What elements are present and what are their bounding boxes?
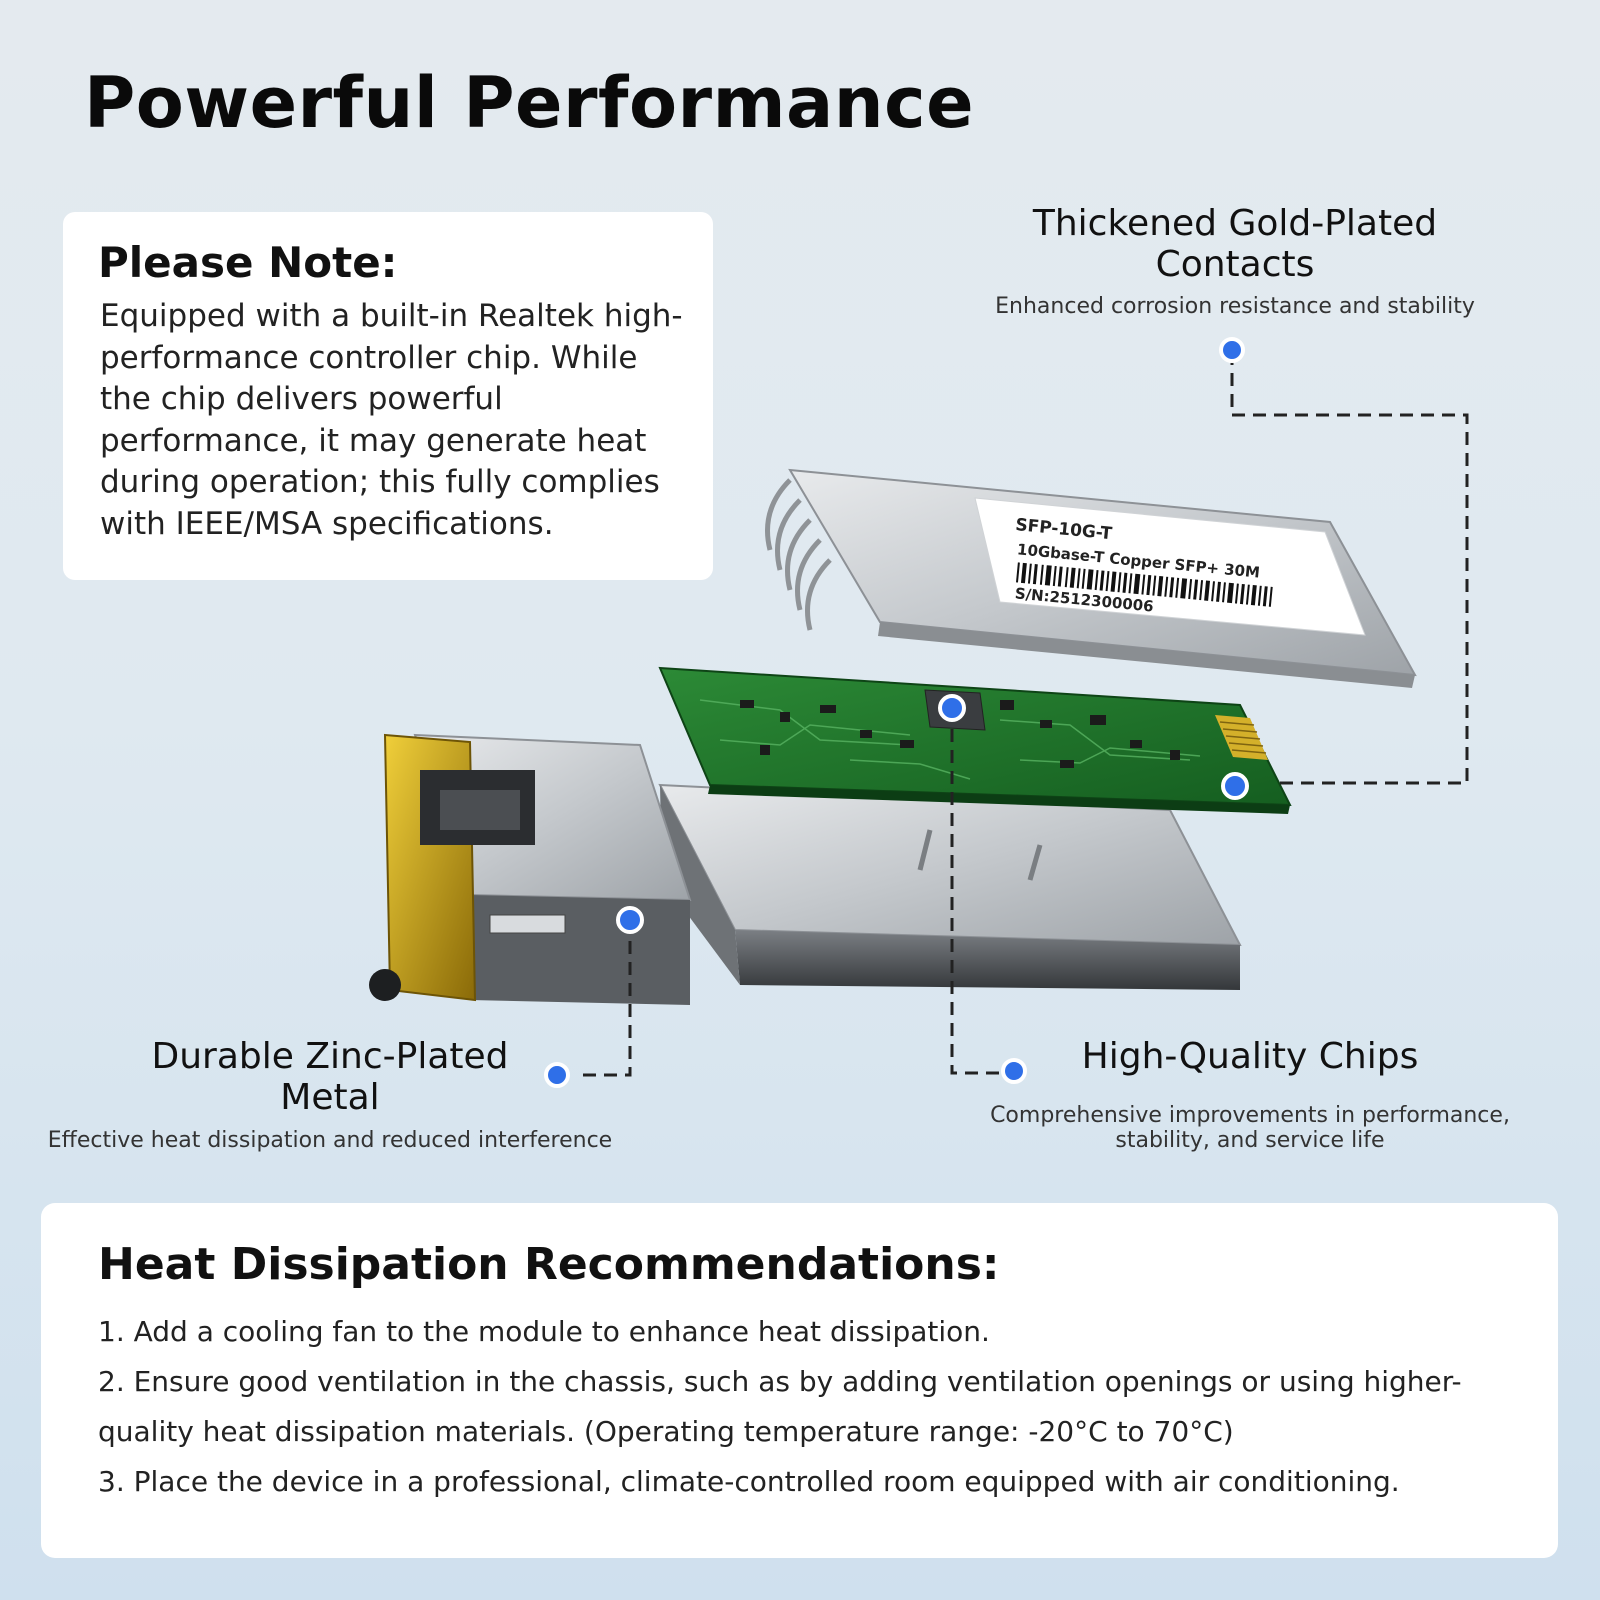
top-shell: SFP-10G-T 10Gbase-T Copper SFP+ 30M <box>765 468 1417 688</box>
marker-chips-label <box>1001 1058 1027 1084</box>
gold-title-line2: Contacts <box>1155 244 1315 285</box>
chips-desc-line2: stability, and service life <box>1115 1128 1385 1153</box>
marker-zinc-label <box>544 1062 570 1088</box>
list-item: 2. Ensure good ventilation in the chassi… <box>98 1365 1462 1448</box>
zinc-metal-title: Durable Zinc-Plated Metal <box>80 1036 580 1118</box>
rj45-port <box>369 733 692 1005</box>
marker-gold-top <box>1219 337 1245 363</box>
heat-title: Heat Dissipation Recommendations: <box>98 1239 1000 1290</box>
list-item: 1. Add a cooling fan to the module to en… <box>98 1315 990 1348</box>
page-title: Powerful Performance <box>84 62 975 144</box>
marker-zinc-body <box>616 906 644 934</box>
bottom-cage <box>658 783 1242 990</box>
barcode <box>1015 562 1273 607</box>
gold-contacts-desc: Enhanced corrosion resistance and stabil… <box>995 294 1475 319</box>
gold-contacts-title: Thickened Gold-Plated Contacts <box>975 203 1495 285</box>
chips-title: High-Quality Chips <box>1081 1036 1419 1077</box>
pcb-board <box>658 666 1292 814</box>
gold-title-line1: Thickened Gold-Plated <box>1032 203 1438 244</box>
leader-lines <box>580 352 1469 1077</box>
zinc-title-line2: Metal <box>280 1077 380 1118</box>
marker-gold-contacts <box>1221 772 1249 800</box>
chips-desc-line1: Comprehensive improvements in performanc… <box>990 1103 1510 1128</box>
zinc-title-line1: Durable Zinc-Plated <box>151 1036 509 1077</box>
zinc-metal-desc: Effective heat dissipation and reduced i… <box>47 1128 613 1153</box>
callout-markers <box>544 337 1249 1088</box>
heat-card: Heat Dissipation Recommendations: 1. Add… <box>41 1203 1558 1558</box>
note-card: Please Note: Equipped with a built-in Re… <box>63 212 713 580</box>
marker-chip <box>938 694 966 722</box>
heat-list: 1. Add a cooling fan to the module to en… <box>98 1307 1518 1507</box>
note-body: Equipped with a built-in Realtek high-pe… <box>100 298 683 542</box>
note-title: Please Note: <box>98 238 398 287</box>
list-item: 3. Place the device in a professional, c… <box>98 1465 1400 1498</box>
chips-desc: Comprehensive improvements in performanc… <box>950 1103 1550 1153</box>
